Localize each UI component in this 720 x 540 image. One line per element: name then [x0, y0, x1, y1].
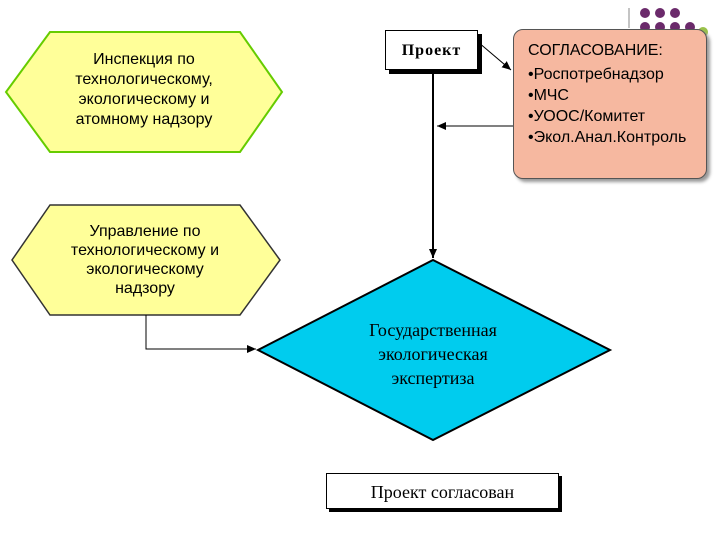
project-label: Проект [401, 42, 462, 59]
approval-item: УООС/Комитет [528, 106, 686, 127]
approval-list: Роспотребнадзор МЧС УООС/Комитет Экол.Ан… [528, 64, 687, 148]
approval-box: СОГЛАСОВАНИЕ: Роспотребнадзор МЧС УООС/К… [513, 29, 707, 179]
management-hexagon [11, 204, 281, 316]
approved-label: Проект согласован [370, 482, 515, 502]
arrow-project-to-approval [477, 41, 512, 71]
project-box: Проект [385, 30, 478, 70]
approved-box: Проект согласован [326, 473, 559, 509]
approval-title: СОГЛАСОВАНИЕ: [528, 42, 663, 59]
approval-item: Экол.Анал.Контроль [528, 127, 687, 148]
expertise-label: Государственная экологическая экспертиза [369, 320, 497, 388]
management-label: Управление по технологическому и экологи… [70, 223, 220, 297]
approval-item: Роспотребнадзор [528, 64, 686, 85]
inspection-hexagon [4, 31, 284, 153]
expertise-diamond [255, 258, 613, 442]
approval-item: МЧС [528, 85, 686, 106]
inspection-label: Инспекция по технологическому, экологиче… [75, 51, 213, 128]
arrow-management-to-expertise [145, 315, 256, 353]
